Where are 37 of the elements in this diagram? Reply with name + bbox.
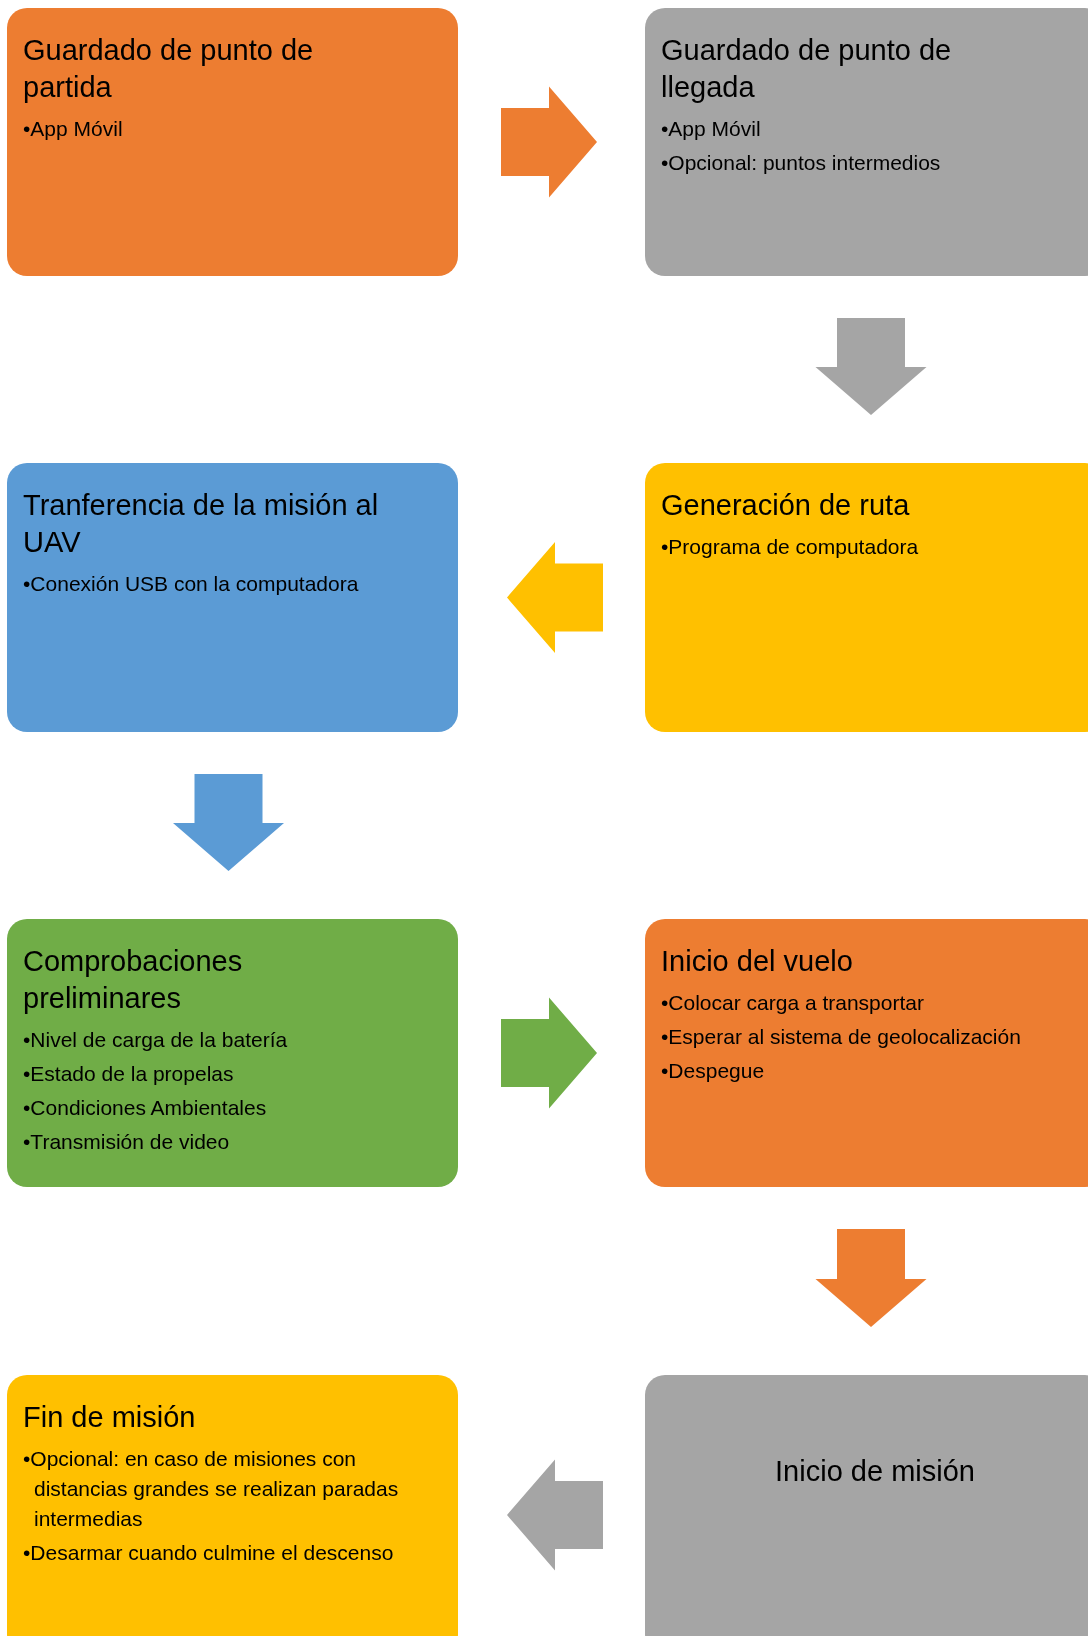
process-box bbox=[7, 1375, 458, 1636]
process-box bbox=[645, 463, 1088, 732]
bullet-item: •Programa de computadora bbox=[661, 534, 919, 560]
box-heading: Inicio del vuelo bbox=[661, 944, 853, 979]
process-box bbox=[645, 919, 1088, 1187]
block-arrow bbox=[501, 86, 597, 198]
box-heading: Tranferencia de la misión al UAV bbox=[23, 488, 380, 560]
bullet-item: •Condiciones Ambientales bbox=[23, 1095, 267, 1121]
bullet-item: •Esperar al sistema de geolocalización bbox=[661, 1024, 1021, 1050]
bullet-item: •Transmisión de video bbox=[23, 1129, 230, 1155]
block-arrow bbox=[173, 774, 284, 871]
process-box bbox=[7, 8, 458, 276]
bullet-item: •App Móvil bbox=[661, 116, 761, 142]
box-heading: Guardado de punto de llegada bbox=[661, 33, 953, 105]
box-heading: Comprobaciones preliminares bbox=[23, 944, 244, 1016]
bullet-item: •Nivel de carga de la batería bbox=[23, 1027, 288, 1053]
process-box bbox=[645, 1375, 1088, 1636]
bullet-item: •Desarmar cuando culmine el descenso bbox=[23, 1540, 394, 1566]
process-box bbox=[645, 8, 1088, 276]
block-arrow bbox=[501, 997, 597, 1109]
bullet-item: •Opcional: puntos intermedios bbox=[661, 150, 941, 176]
box-heading: Guardado de punto de partida bbox=[23, 33, 315, 105]
box-heading: Generación de ruta bbox=[661, 488, 910, 523]
process-box bbox=[7, 919, 458, 1187]
block-arrow bbox=[815, 318, 927, 415]
bullet-item: •Opcional: en caso de misiones con distancias grandes se realizan paradas intermedias bbox=[23, 1446, 400, 1532]
block-arrow bbox=[507, 1459, 603, 1571]
bullet-item: •Colocar carga a transportar bbox=[661, 990, 924, 1016]
box-heading: Fin de misión bbox=[23, 1400, 196, 1435]
process-box bbox=[7, 463, 458, 732]
box-heading: Inicio de misión bbox=[775, 1453, 975, 1489]
block-arrow bbox=[815, 1229, 927, 1327]
bullet-item: •Despegue bbox=[661, 1058, 765, 1084]
bullet-item: •Estado de la propelas bbox=[23, 1061, 234, 1087]
block-arrow bbox=[507, 542, 603, 653]
bullet-item: •App Móvil bbox=[23, 116, 123, 142]
bullet-item: •Conexión USB con la computadora bbox=[23, 571, 359, 597]
